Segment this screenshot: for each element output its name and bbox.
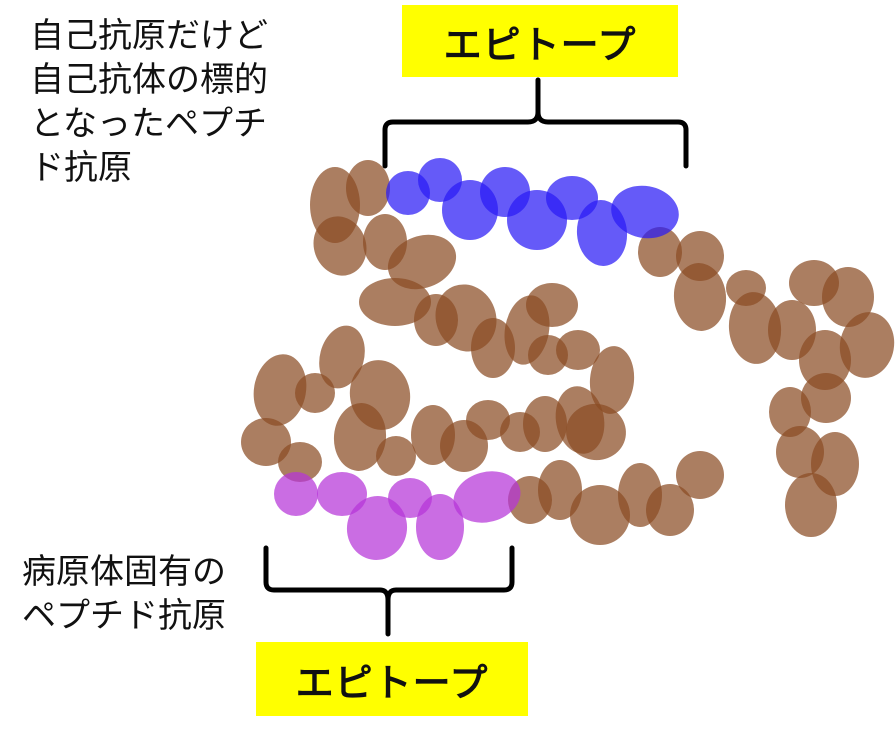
- epitope-bracket-bottom: [263, 545, 515, 637]
- protein-residue: [839, 312, 895, 378]
- protein-residue: [676, 451, 724, 499]
- protein-residue: [346, 160, 390, 216]
- protein-residue: [387, 234, 457, 290]
- protein-residue: [822, 267, 874, 327]
- protein-residue: [538, 460, 582, 520]
- pathogen-epitope-residue: [274, 472, 318, 516]
- protein-residue: [728, 292, 782, 364]
- protein-residue: [556, 330, 600, 370]
- protein-residue: [526, 283, 578, 327]
- protein-residue: [253, 354, 307, 426]
- protein-residue: [359, 278, 431, 326]
- protein-residue: [589, 346, 635, 414]
- protein-residue: [349, 360, 411, 430]
- self-epitope-residues: [386, 158, 679, 266]
- protein-residue: [411, 405, 455, 465]
- epitope-bracket-top: [382, 77, 689, 169]
- epitope-label-bottom-text: エピトープ: [295, 660, 489, 705]
- epitope-label-top: エピトープ: [402, 5, 678, 77]
- protein-residue: [566, 403, 626, 461]
- protein-chain: [241, 160, 895, 545]
- protein-residue: [471, 318, 515, 378]
- pathogen-epitope-residue: [453, 471, 521, 523]
- epitope-label-bottom: エピトープ: [256, 642, 528, 716]
- pathogen-epitope-residues: [274, 471, 521, 560]
- protein-residue: [799, 330, 851, 390]
- protein-residue: [570, 485, 630, 545]
- protein-residue: [769, 387, 811, 437]
- protein-residue: [646, 484, 694, 536]
- protein-residue: [241, 418, 291, 466]
- pathogen-epitope-residue: [317, 472, 367, 516]
- protein-residue: [278, 442, 322, 482]
- protein-residue: [376, 436, 416, 476]
- pathogen-antigen-label: 病原体固有の ペプチド抗原: [22, 552, 226, 636]
- self-antigen-label: 自己抗原だけど 自己抗体の標的 となったペプチ ド抗原: [30, 16, 268, 188]
- self-epitope-residue: [611, 185, 679, 239]
- protein-residue: [785, 473, 837, 537]
- epitope-label-top-text: エピトープ: [443, 22, 637, 67]
- protein-residue: [500, 412, 540, 452]
- pathogen-epitope-residue: [416, 494, 464, 560]
- protein-residue: [801, 373, 851, 423]
- protein-residue: [313, 216, 367, 276]
- protein-residue: [319, 325, 365, 389]
- protein-residue: [673, 263, 727, 331]
- protein-residue: [638, 227, 682, 277]
- pathogen-epitope-residue: [346, 496, 408, 560]
